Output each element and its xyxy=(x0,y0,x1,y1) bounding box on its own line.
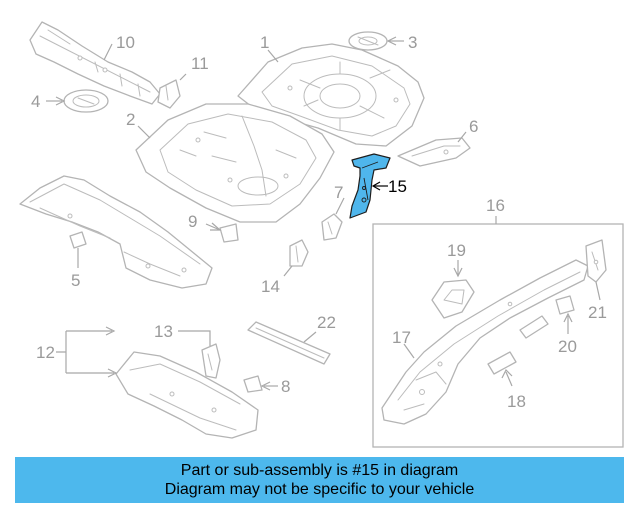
leader-7 xyxy=(335,197,345,215)
info-banner: Part or sub-assembly is #15 in diagram D… xyxy=(15,457,624,503)
callout-2: 2 xyxy=(126,110,135,129)
detail-box xyxy=(372,223,624,448)
banner-line-2: Diagram may not be specific to your vehi… xyxy=(164,481,475,498)
leader-12 xyxy=(56,330,114,374)
leader-18 xyxy=(505,371,513,387)
part-14-bracket xyxy=(289,239,309,267)
callout-4: 4 xyxy=(31,92,40,111)
callout-7: 7 xyxy=(334,183,343,202)
part-8-clip xyxy=(243,375,263,393)
callout-12: 12 xyxy=(36,343,55,362)
callout-20: 20 xyxy=(558,337,577,356)
callout-10: 10 xyxy=(116,33,135,52)
part-7-bracket xyxy=(321,213,343,241)
leader-17 xyxy=(403,343,415,359)
part-21-bracket xyxy=(585,239,607,283)
part-15-highlighted-bracket xyxy=(349,153,391,219)
callout-13: 13 xyxy=(154,322,173,341)
callout-8: 8 xyxy=(281,377,290,396)
callout-19: 19 xyxy=(447,241,466,260)
leader-22 xyxy=(303,331,317,343)
callout-9: 9 xyxy=(188,212,197,231)
part-17-side-rail xyxy=(381,259,589,425)
part-1-rear-floor-pan xyxy=(237,43,425,147)
leader-10 xyxy=(103,43,113,61)
part-13-bracket xyxy=(201,343,221,379)
part-18-bracket xyxy=(487,315,549,375)
parts-diagram: 10 11 4 1 3 xyxy=(19,21,624,448)
callout-15: 15 xyxy=(388,177,407,196)
callout-11: 11 xyxy=(191,54,209,73)
part-2-center-floor-pan xyxy=(135,103,335,223)
part-4-plug xyxy=(63,89,109,113)
part-9-clip xyxy=(219,223,239,243)
part-10-upper-rail xyxy=(29,21,161,105)
callout-17: 17 xyxy=(392,328,411,347)
callout-21: 21 xyxy=(588,303,607,322)
part-11-bracket xyxy=(157,79,181,109)
part-19-cap xyxy=(431,279,475,319)
part-5-front-crossmember xyxy=(19,175,213,289)
callout-1: 1 xyxy=(260,33,269,52)
leader-6 xyxy=(457,131,467,143)
part-6-plate xyxy=(397,137,471,167)
callout-16: 16 xyxy=(486,196,505,215)
callout-6: 6 xyxy=(469,117,478,136)
leader-9 xyxy=(205,223,221,231)
leader-21 xyxy=(595,281,601,301)
part-12-rear-crossmember xyxy=(115,351,259,439)
leader-13 xyxy=(178,330,211,346)
callout-5: 5 xyxy=(71,271,80,290)
banner-line-1: Part or sub-assembly is #15 in diagram xyxy=(180,462,459,479)
leader-2 xyxy=(137,125,151,139)
callout-14: 14 xyxy=(261,277,280,296)
callout-22: 22 xyxy=(317,313,336,332)
leader-1 xyxy=(267,49,279,63)
part-22-strip xyxy=(247,321,331,365)
leader-11 xyxy=(179,73,187,81)
part-3-cover xyxy=(348,31,388,51)
leader-14 xyxy=(283,265,293,277)
part-20-clip xyxy=(555,295,575,315)
callout-18: 18 xyxy=(507,392,526,411)
callout-3: 3 xyxy=(408,33,417,52)
